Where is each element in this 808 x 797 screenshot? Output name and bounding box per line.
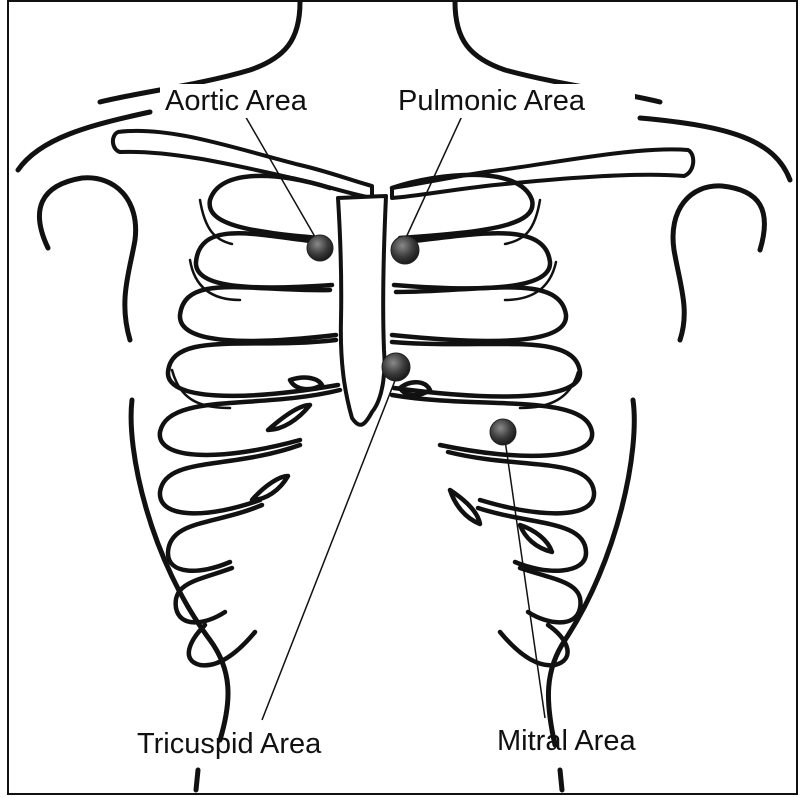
aortic-area-label: Aortic Area <box>165 85 308 117</box>
mitral-point <box>490 419 516 445</box>
tricuspid-point <box>382 353 410 381</box>
sternum <box>338 196 386 425</box>
pulmonic-point <box>391 236 419 264</box>
mitral-area-label: Mitral Area <box>497 725 636 757</box>
aortic-point <box>307 235 333 261</box>
leader-lines <box>244 114 545 720</box>
mitral-leader <box>505 440 545 718</box>
clavicles <box>113 131 693 198</box>
right-ribcage <box>392 175 594 666</box>
pulmonic-area-label: Pulmonic Area <box>398 85 586 117</box>
tricuspid-area-label: Tricuspid Area <box>137 728 322 760</box>
